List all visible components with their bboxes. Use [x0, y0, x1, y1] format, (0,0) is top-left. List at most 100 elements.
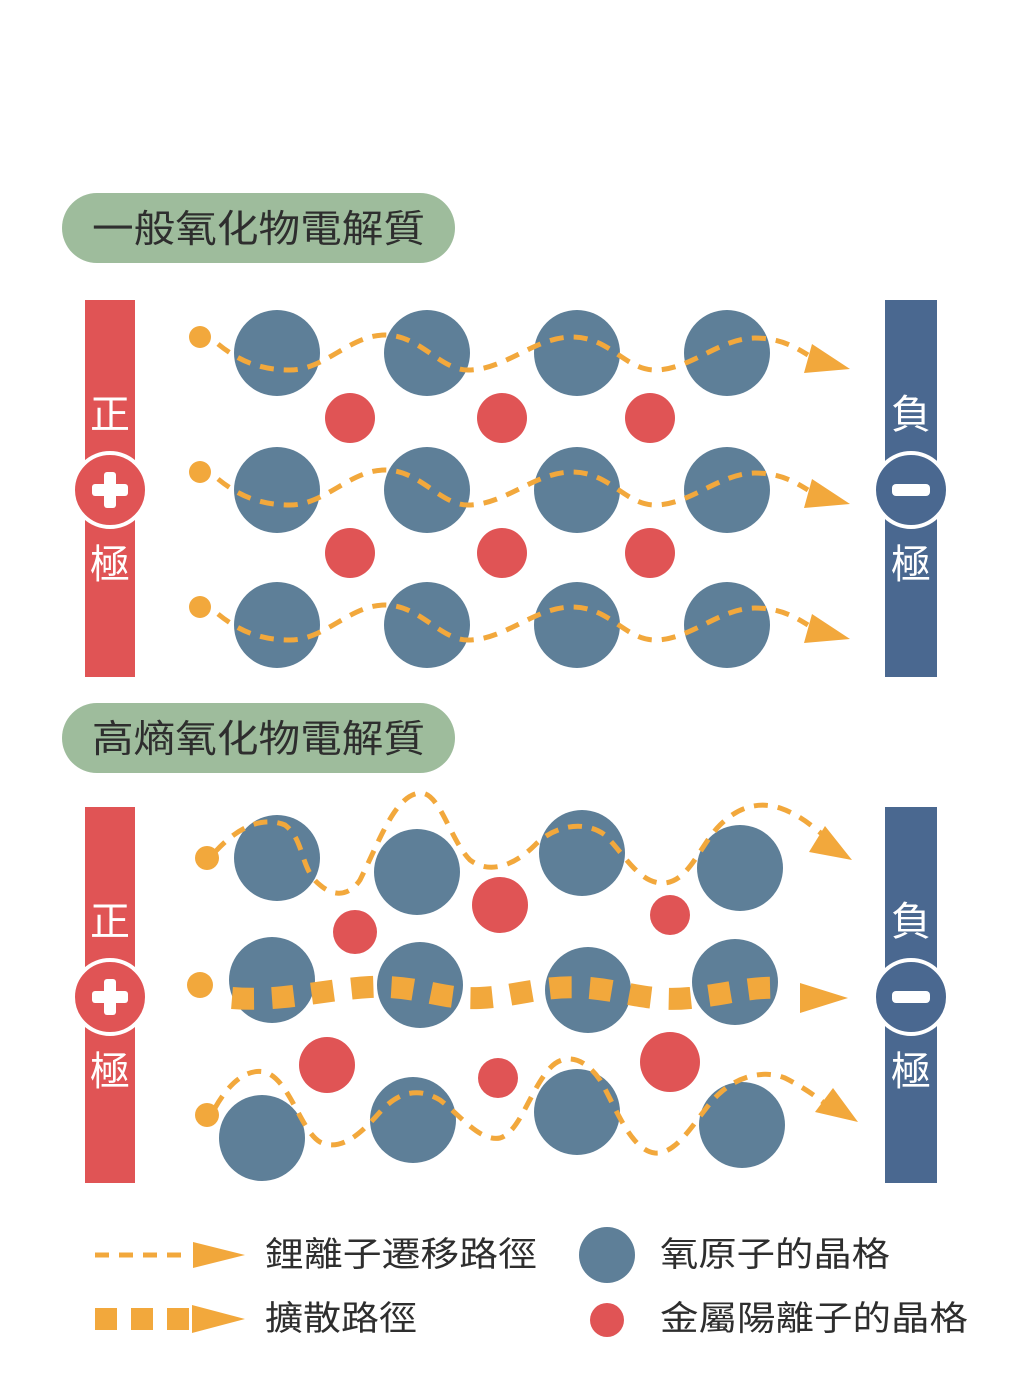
- arrowhead: [800, 983, 848, 1013]
- plus-vertical-bar: [104, 979, 116, 1015]
- oxygen-atom: [234, 815, 320, 901]
- li-migration-path-row-3: [195, 1056, 858, 1156]
- panel-title-pill: 一般氧化物電解質: [62, 193, 455, 263]
- cation-lattice: [325, 393, 675, 578]
- negative-electrode-upper-label: 負: [891, 899, 931, 945]
- li-migration-path-row-2: [189, 461, 850, 508]
- oxygen-atom: [234, 310, 320, 396]
- migration-path-line: [216, 467, 810, 508]
- metal-cation: [299, 1037, 355, 1093]
- oxygen-lattice: [234, 310, 770, 668]
- oxygen-atom: [377, 942, 463, 1028]
- panel-high-entropy-oxide: 高熵氧化物電解質 正 極 負 極: [62, 703, 950, 1183]
- lithium-ion: [195, 846, 219, 870]
- legend-label: 金屬陽離子的晶格: [660, 1299, 968, 1339]
- oxygen-atom: [234, 582, 320, 668]
- oxygen-atom: [534, 447, 620, 533]
- large-gray-circle-icon: [579, 1227, 635, 1283]
- legend-item-oxygen-lattice: 氧原子的晶格: [579, 1227, 890, 1283]
- metal-cation: [477, 528, 527, 578]
- negative-electrode-lower-label: 極: [891, 1049, 931, 1095]
- metal-cation: [625, 393, 675, 443]
- oxygen-atom: [684, 447, 770, 533]
- oxygen-atom: [384, 582, 470, 668]
- small-red-circle-icon: [590, 1303, 624, 1337]
- migration-path-line: [213, 790, 824, 896]
- metal-cation: [477, 393, 527, 443]
- legend-label: 鋰離子遷移路徑: [265, 1235, 537, 1275]
- arrowhead: [804, 344, 850, 373]
- positive-electrode-upper-label: 正: [90, 899, 130, 945]
- diffusion-path-line: [231, 975, 786, 1010]
- arrowhead: [815, 1088, 858, 1122]
- metal-cation: [640, 1032, 700, 1092]
- metal-cation: [650, 895, 690, 935]
- positive-electrode-upper-label: 正: [90, 392, 130, 438]
- oxygen-atom: [539, 810, 625, 896]
- oxygen-atom: [374, 829, 460, 915]
- metal-cation: [333, 910, 377, 954]
- migration-path-line: [216, 602, 810, 643]
- oxygen-atom: [684, 310, 770, 396]
- lithium-ion: [195, 1103, 219, 1127]
- oxygen-atom: [545, 947, 631, 1033]
- oxygen-atom: [534, 582, 620, 668]
- title-pill-background: [62, 193, 455, 263]
- li-migration-path-row-1: [189, 326, 850, 373]
- legend: 鋰離子遷移路徑 擴散路徑 氧原子的晶格 金屬陽離子的晶格: [95, 1227, 968, 1339]
- positive-electrode-lower-label: 極: [90, 1049, 130, 1095]
- legend-label: 氧原子的晶格: [660, 1235, 890, 1275]
- arrowhead: [804, 479, 850, 508]
- lithium-ion: [189, 461, 211, 483]
- minus-icon: [872, 451, 950, 529]
- oxygen-atom: [219, 1095, 305, 1181]
- oxygen-atom: [384, 447, 470, 533]
- metal-cation: [478, 1058, 518, 1098]
- negative-electrode-upper-label: 負: [891, 392, 931, 438]
- oxygen-atom: [229, 937, 315, 1023]
- oxygen-atom: [684, 582, 770, 668]
- cation-lattice: [299, 877, 700, 1098]
- legend-item-cation-lattice: 金屬陽離子的晶格: [590, 1299, 968, 1339]
- diffusion-path: [187, 972, 848, 1013]
- panel-title: 高熵氧化物電解質: [92, 717, 425, 761]
- panel-title-pill: 高熵氧化物電解質: [62, 703, 455, 773]
- oxygen-atom: [697, 825, 783, 911]
- panel-conventional-oxide: 一般氧化物電解質 正 極 負 極: [62, 193, 950, 677]
- oxygen-atom: [534, 310, 620, 396]
- panel-title: 一般氧化物電解質: [92, 207, 425, 251]
- legend-arrowhead: [192, 1305, 245, 1333]
- arrowhead: [804, 614, 850, 643]
- thick-dashed-arrow-icon: [95, 1305, 245, 1333]
- legend-label: 擴散路徑: [265, 1299, 417, 1339]
- minus-icon: [872, 958, 950, 1036]
- plus-vertical-bar: [104, 472, 116, 508]
- lithium-ion: [189, 326, 211, 348]
- metal-cation: [325, 393, 375, 443]
- migration-path-line: [212, 1056, 830, 1156]
- li-migration-path-row-3: [189, 596, 850, 643]
- arrowhead: [809, 826, 852, 860]
- negative-electrode: 負 極: [872, 807, 950, 1183]
- oxygen-atom: [534, 1069, 620, 1155]
- lithium-ion: [187, 972, 213, 998]
- lithium-ion: [189, 596, 211, 618]
- oxygen-atom: [699, 1082, 785, 1168]
- minus-bar: [892, 991, 930, 1003]
- metal-cation: [625, 528, 675, 578]
- oxygen-atom: [370, 1077, 456, 1163]
- plus-icon: [71, 958, 149, 1036]
- metal-cation: [472, 877, 528, 933]
- positive-electrode-lower-label: 極: [90, 542, 130, 588]
- dashed-arrow-icon: [95, 1242, 245, 1268]
- positive-electrode: 正 極: [71, 807, 149, 1183]
- negative-electrode-lower-label: 極: [891, 542, 931, 588]
- minus-bar: [892, 484, 930, 496]
- plus-icon: [71, 451, 149, 529]
- positive-electrode: 正 極: [71, 300, 149, 677]
- legend-item-diffusion: 擴散路徑: [95, 1299, 417, 1339]
- legend-arrowhead: [193, 1242, 245, 1268]
- metal-cation: [325, 528, 375, 578]
- negative-electrode: 負 極: [872, 300, 950, 677]
